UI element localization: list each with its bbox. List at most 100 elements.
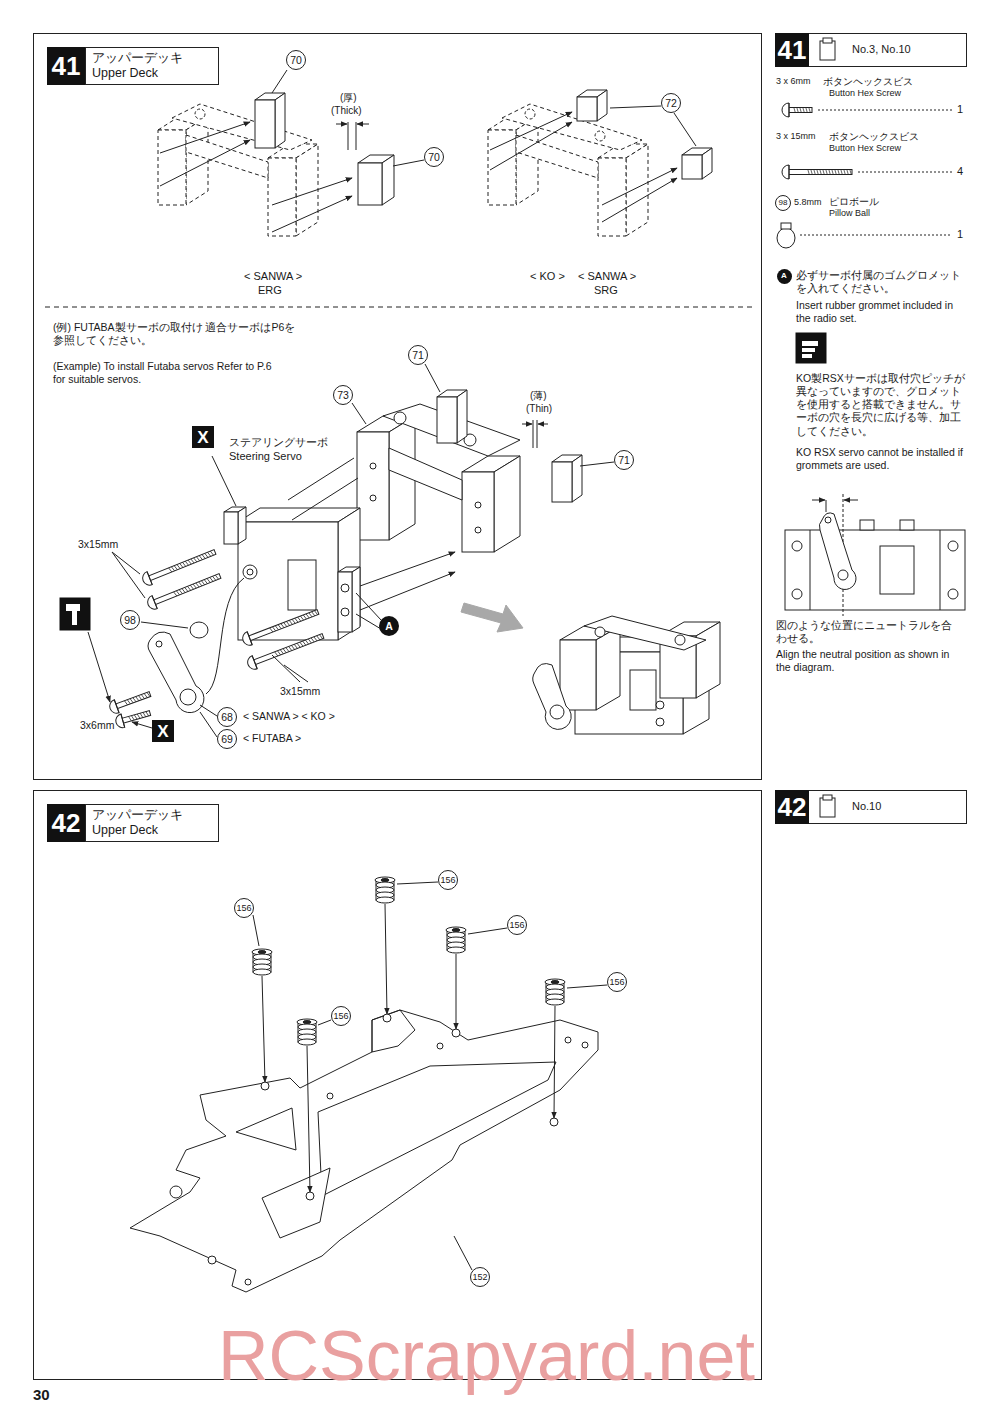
illustration-part [294, 644, 297, 649]
illustration-part [300, 642, 303, 647]
illustration-part [782, 103, 789, 117]
illustration-part [829, 170, 831, 175]
servo-tab [224, 507, 246, 544]
count-line [818, 110, 952, 111]
spacer-block [552, 455, 582, 502]
illustration-part [196, 556, 199, 561]
illustration-part [139, 695, 142, 700]
servo-horn [819, 513, 856, 590]
illustration-part [598, 158, 626, 236]
mount-outline [598, 144, 648, 236]
illustration-part [597, 90, 607, 121]
illustration-part [314, 636, 317, 641]
count-line [858, 172, 952, 173]
servo-marker: X [192, 426, 214, 448]
illustration-part [275, 651, 278, 656]
illustration-part [187, 586, 190, 591]
illustration-part [289, 620, 292, 625]
step-number: 41 [775, 33, 809, 67]
steering-servo [238, 508, 360, 640]
servo-top-view [860, 520, 874, 530]
illustration-part [158, 130, 186, 205]
rubber-grommet [375, 877, 395, 903]
rubber-grommet [252, 949, 272, 975]
illustration-part [808, 170, 810, 175]
hole [306, 1192, 314, 1200]
leader-line [200, 712, 217, 737]
illustration-part [817, 170, 819, 175]
callout-number: 156 [507, 915, 527, 935]
callout-number: 152 [470, 1267, 490, 1287]
hole [656, 701, 664, 709]
illustration-part [268, 158, 296, 236]
tool-icon [72, 611, 77, 625]
illustration-part [133, 697, 136, 702]
hole [245, 1279, 251, 1285]
illustration-part [114, 714, 125, 729]
screw [114, 706, 152, 729]
servo-top-view [900, 520, 914, 530]
illustration-part [130, 698, 133, 703]
illustration-part [303, 1021, 311, 1024]
callout-number: 73 [333, 385, 353, 405]
mount-outline [158, 116, 208, 205]
hole [452, 1029, 460, 1037]
assembly-arrow [272, 196, 352, 232]
hole [550, 1118, 558, 1126]
illustration-part [272, 626, 275, 631]
servo-label-area [630, 670, 656, 710]
leader-line [352, 403, 366, 424]
leader-line [212, 456, 236, 506]
annotation: 5.8mm [794, 197, 822, 208]
callout-number: 71 [614, 450, 634, 470]
hole [595, 131, 605, 141]
annotation: SRG [594, 284, 618, 298]
annotation: 3x15mm [78, 538, 118, 551]
illustration-part [169, 567, 172, 572]
illustration-part [258, 951, 266, 954]
spacer-block [255, 93, 285, 148]
leader-line [674, 113, 696, 146]
annotation: (例) FUTABA製サーボの取付け 適合サーボはP6を参照してください。 [53, 321, 303, 347]
assembly-arrow [160, 122, 250, 153]
illustration-part [789, 165, 790, 179]
illustration-part [281, 623, 284, 628]
note-marker: A [379, 616, 399, 636]
illustration-part [176, 590, 179, 595]
step-number: 42 [47, 804, 85, 842]
callout-number: 156 [438, 870, 458, 890]
illustration-part [376, 897, 394, 903]
illustration-part [338, 572, 352, 632]
deck-cutout [318, 1062, 556, 1196]
illustration-part [253, 634, 324, 665]
illustration-part [182, 562, 185, 567]
illustration-part [284, 622, 287, 627]
illustration-part [800, 108, 802, 113]
annotation: 1 [957, 228, 963, 242]
illustration-part [560, 640, 596, 710]
hole [475, 527, 481, 533]
thickness-mark [357, 124, 369, 125]
pillow-ball [190, 622, 208, 638]
thickness-mark [522, 424, 532, 425]
assembly-arrow [160, 140, 250, 186]
marker-pointer [132, 722, 152, 728]
illustration-part [437, 397, 457, 443]
illustration-part [702, 148, 712, 179]
parts-bag-icon [823, 38, 832, 43]
hole [370, 463, 376, 469]
illustration-part [177, 564, 180, 569]
illustration-part [286, 647, 289, 652]
servo-horn [550, 705, 564, 719]
illustration-part [596, 626, 620, 710]
illustration-part [194, 557, 197, 562]
parts-bag-number: No.10 [846, 791, 962, 823]
annotation: < KO > [530, 270, 565, 284]
screw [246, 629, 326, 671]
illustration-part [210, 551, 213, 556]
annotation: 3 x 6mm [776, 76, 811, 87]
hole [675, 635, 685, 645]
annotation: ピロボール [829, 196, 879, 209]
illustration-part [144, 693, 147, 698]
